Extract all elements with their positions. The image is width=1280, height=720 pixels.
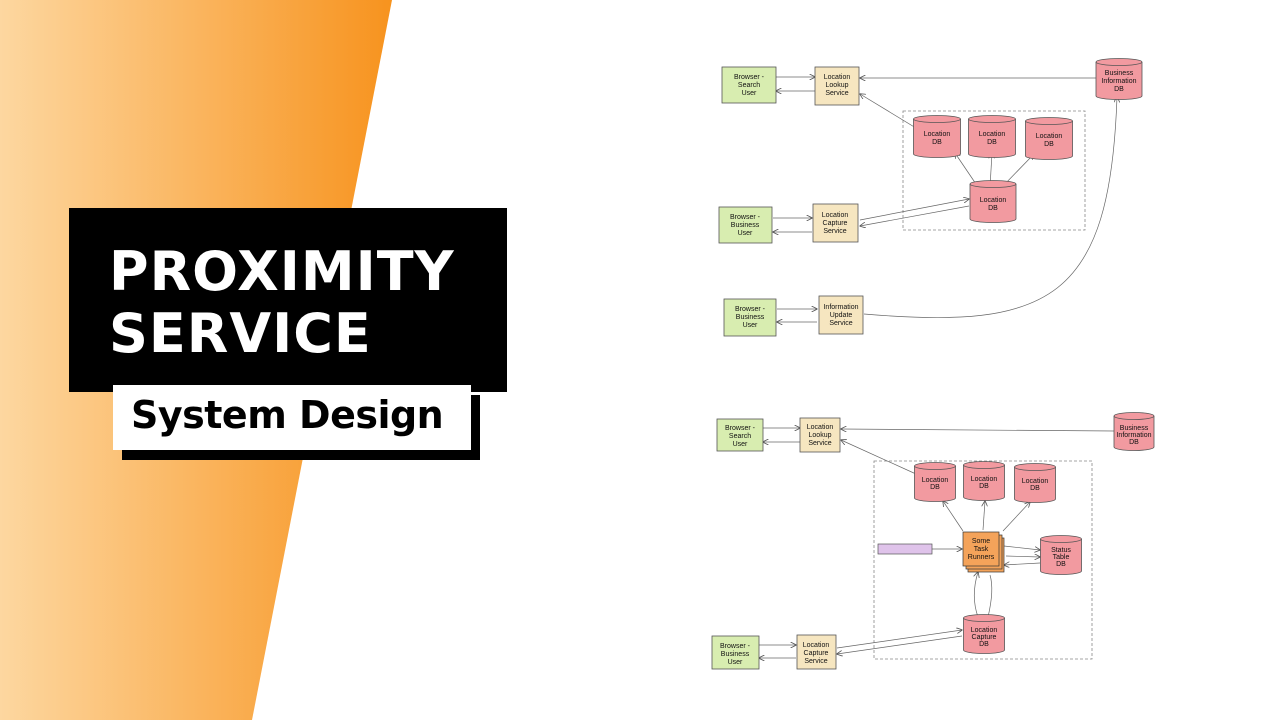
title-line-2: SERVICE <box>109 302 372 365</box>
title-block: PROXIMITY SERVICE <box>69 208 507 392</box>
db-cylinder-body <box>1014 467 1056 503</box>
queue-node <box>877 543 933 555</box>
subtitle: System Design <box>131 393 444 437</box>
subtitle-block: System Design <box>113 385 471 450</box>
db-cylinder-body <box>913 119 961 158</box>
top-arrows <box>773 77 1117 322</box>
db-cylinder-lid <box>914 462 956 470</box>
db-cylinder-lid <box>1014 463 1056 471</box>
db-cylinder-lid <box>913 115 961 123</box>
db-cylinder-lid <box>963 461 1005 469</box>
db-cylinder-body <box>969 184 1017 223</box>
bottom-location-cluster-boundary <box>873 460 1093 660</box>
db-cylinder-body <box>1040 539 1082 575</box>
db-cylinder-body <box>914 466 956 502</box>
bottom-arrows <box>759 428 1115 658</box>
top-location-cluster-boundary <box>902 110 1086 231</box>
title-line-1: PROXIMITY <box>109 240 455 303</box>
db-cylinder-body <box>963 465 1005 501</box>
db-cylinder-lid <box>1113 412 1155 420</box>
db-cylinder-body <box>1113 416 1155 451</box>
db-cylinder-lid <box>1025 117 1073 125</box>
db-cylinder-body <box>968 119 1016 158</box>
db-cylinder-lid <box>1040 535 1082 543</box>
db-cylinder-body <box>963 618 1005 654</box>
db-cylinder-lid <box>968 115 1016 123</box>
db-cylinder-body <box>1095 62 1143 100</box>
db-cylinder-body <box>1025 121 1073 160</box>
db-cylinder-lid <box>969 180 1017 188</box>
db-cylinder-lid <box>963 614 1005 622</box>
db-cylinder-lid <box>1095 58 1143 66</box>
